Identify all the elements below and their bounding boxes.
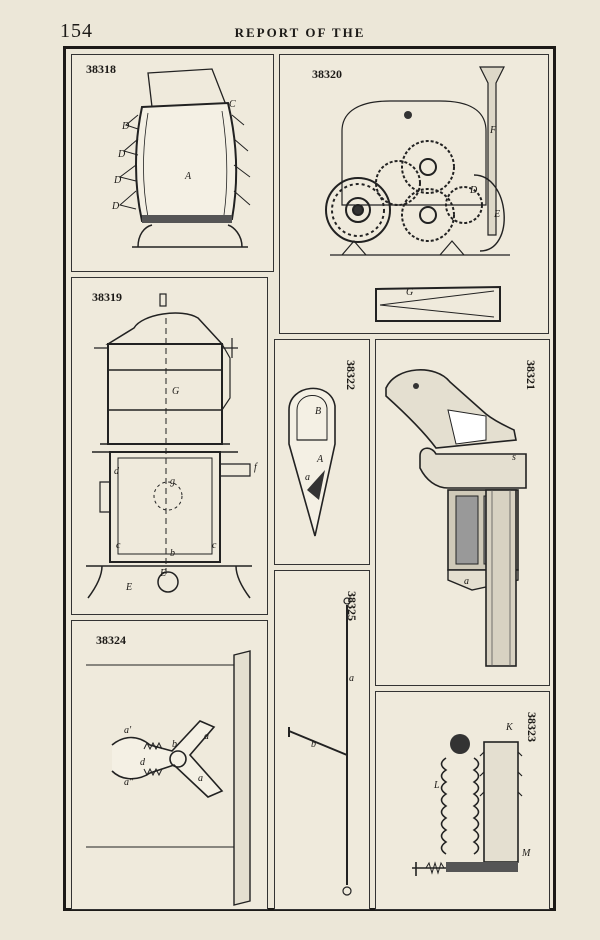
figure-number: 38319	[92, 290, 122, 304]
label-G: G	[406, 287, 413, 298]
label-D: D	[121, 121, 130, 132]
figure-38325: 38325 a b	[274, 570, 370, 910]
rod-drawing: a b	[288, 597, 354, 896]
label-D: D	[113, 175, 122, 186]
figure-number: 38318	[86, 62, 116, 76]
label-B: B	[315, 406, 321, 417]
label-D: D	[469, 185, 478, 196]
cone-device-drawing: B A a	[288, 387, 336, 537]
figure-38322: 38322 B A a	[274, 339, 370, 565]
label-E: E	[159, 568, 166, 579]
stove-drawing: A C D D D D	[111, 68, 251, 248]
label-b: b	[170, 548, 175, 559]
label-a: a	[349, 673, 354, 684]
label-b: b	[311, 739, 316, 750]
label-a: a	[305, 472, 310, 483]
running-header: REPORT OF THE	[234, 25, 366, 40]
revolver-drawing: s a	[385, 369, 527, 667]
label-D: D	[111, 201, 120, 212]
label-a2: a"	[124, 777, 134, 788]
label-K: K	[505, 722, 514, 733]
label-A: A	[316, 454, 324, 465]
figure-plate: 38318 A C D D D D 38320	[63, 46, 556, 911]
figure-38318: 38318 A C D D D D	[71, 54, 274, 272]
figure-number: 38324	[96, 633, 126, 647]
clamp-drawing: a' a b d a a"	[86, 650, 251, 906]
label-F: F	[489, 125, 497, 136]
label-a: a	[204, 731, 209, 742]
label-d: d	[140, 757, 146, 768]
figure-38321: 38321 s a	[375, 339, 550, 686]
figure-38324: 38324 a' a b d a a"	[71, 620, 268, 910]
label-A: A	[184, 171, 192, 182]
label-a1: a'	[124, 725, 132, 736]
label-b: b	[172, 739, 177, 750]
gear-mechanism-drawing: F D E G	[325, 66, 510, 322]
label-s: s	[512, 452, 516, 463]
spring-mechanism-drawing: K L M	[412, 722, 531, 876]
label-f: f	[254, 462, 258, 473]
label-E: E	[125, 582, 132, 593]
label-c: c	[116, 540, 121, 551]
label-d: d	[114, 466, 120, 477]
label-L: L	[433, 780, 440, 791]
page-number: 154	[60, 20, 93, 42]
label-c: c	[212, 540, 217, 551]
label-a: a	[464, 576, 469, 587]
figure-38319: 38319 G d g c c b E E f	[71, 277, 268, 615]
label-G: G	[172, 386, 179, 397]
label-C: C	[229, 99, 236, 110]
label-a: a	[198, 773, 203, 784]
label-g: g	[170, 476, 175, 487]
figure-number: 38320	[312, 67, 342, 81]
label-E: E	[493, 209, 500, 220]
label-M: M	[521, 848, 531, 859]
heater-drawing: G d g c c b E E f	[86, 293, 258, 599]
figure-38320: 38320 F D E G	[279, 54, 549, 334]
label-D: D	[117, 149, 126, 160]
figure-38323: 38323 K L M	[375, 691, 550, 910]
